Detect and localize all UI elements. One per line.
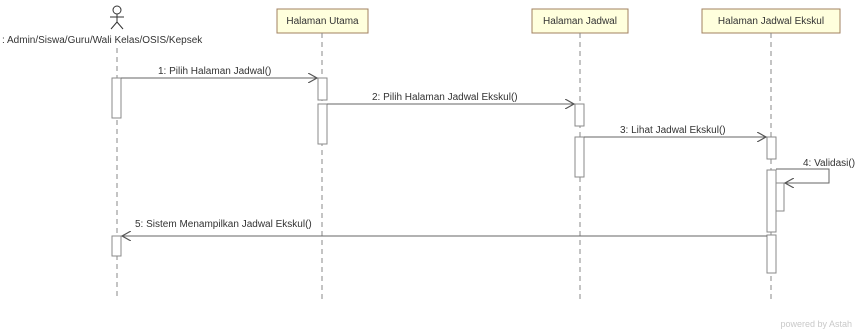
message-label-2: 2: Pilih Halaman Jadwal Ekskul()	[372, 92, 518, 103]
activation-bar	[317, 103, 328, 145]
activation-bar	[766, 169, 777, 233]
lifeline-box	[276, 8, 369, 34]
message-label-5: 5: Sistem Menampilkan Jadwal Ekskul()	[135, 219, 312, 230]
lifeline-label: Halaman Jadwal	[543, 16, 617, 27]
activation-bar-nested	[775, 182, 785, 212]
actor-label: : Admin/Siswa/Guru/Wali Kelas/OSIS/Kepse…	[2, 35, 203, 46]
lifeline-halaman-jadwal-ekskul: Halaman Jadwal Ekskul	[701, 8, 841, 34]
lifeline-label: Halaman Jadwal Ekskul	[718, 16, 824, 27]
activation-bar	[766, 234, 777, 274]
activation-bar	[766, 136, 777, 160]
lifeline-box	[531, 8, 629, 34]
activation-bar	[574, 136, 585, 178]
activation-bar	[111, 77, 122, 119]
watermark: powered by Astah	[780, 319, 852, 329]
message-arrow-4-self	[776, 168, 830, 183]
message-label-1: 1: Pilih Halaman Jadwal()	[158, 66, 271, 77]
activation-bar	[574, 103, 585, 127]
lifeline-halaman-jadwal: Halaman Jadwal	[531, 8, 629, 34]
message-label-4: 4: Validasi()	[803, 158, 855, 169]
activation-bar	[111, 235, 122, 257]
actor: : Admin/Siswa/Guru/Wali Kelas/OSIS/Kepse…	[2, 5, 203, 46]
lifeline-halaman-utama: Halaman Utama	[276, 8, 369, 34]
message-label-3: 3: Lihat Jadwal Ekskul()	[620, 125, 726, 136]
lifeline-label: Halaman Utama	[286, 16, 359, 27]
actor-stick-figure-icon	[110, 5, 124, 30]
activation-bar	[317, 77, 328, 101]
lifeline-box	[701, 8, 841, 34]
